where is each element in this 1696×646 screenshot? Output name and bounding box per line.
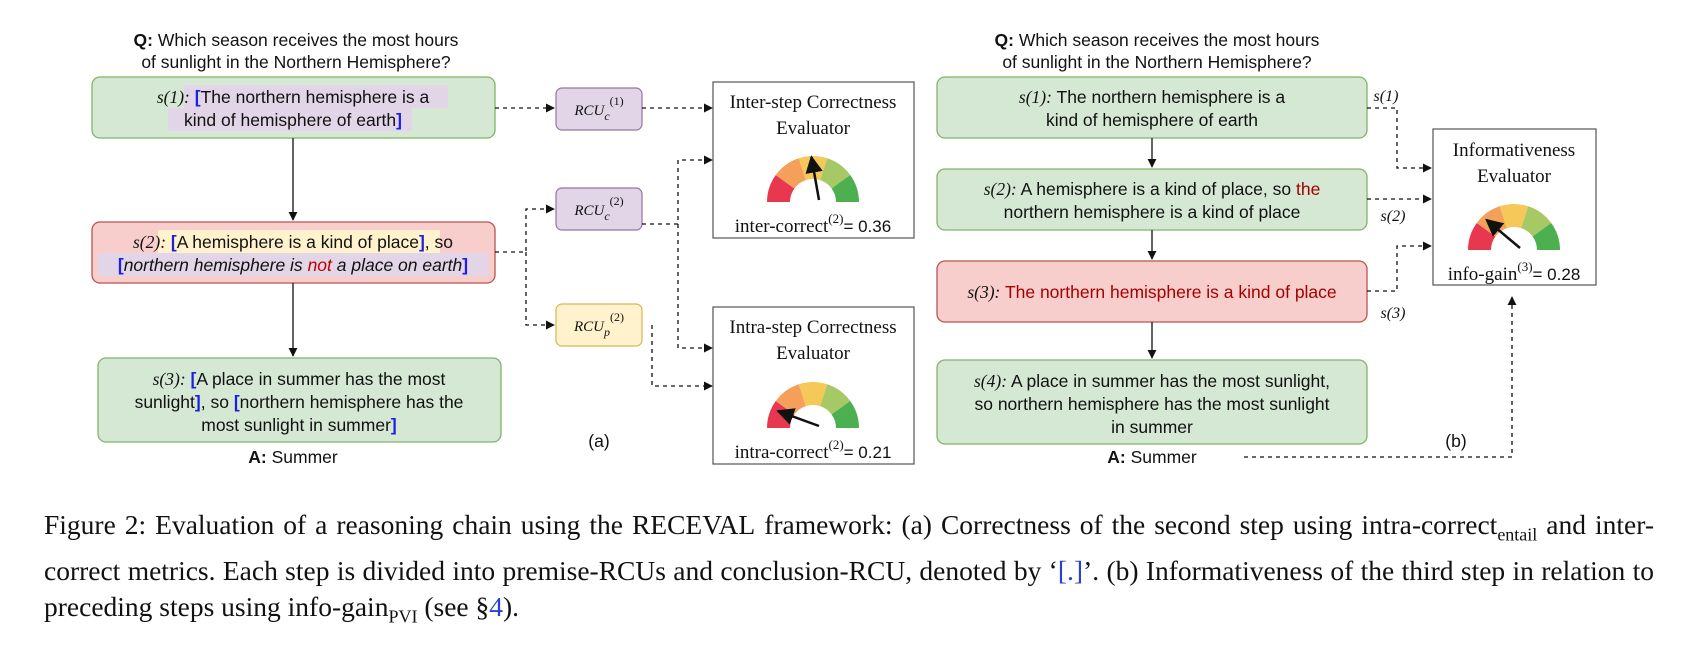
figure-caption: Figure 2: Evaluation of a reasoning chai…: [44, 507, 1654, 634]
caption-framework: RECEVAL: [631, 509, 756, 540]
svg-text:sunlight], so [northern: sunlight], so [northern hemisphere has t…: [135, 392, 464, 412]
edge-label-s2: s(2): [1381, 208, 1406, 225]
gauge-icon: [767, 155, 859, 202]
svg-text:s(1): The northern hemis: s(1): The northern hemisphere is a: [1019, 87, 1285, 107]
caption-t3: and: [1546, 509, 1586, 540]
gauge-icon: [767, 382, 859, 428]
svg-text:northern hemisphere is a kind: northern hemisphere is a kind of place: [1004, 202, 1301, 222]
gauge-needle: [776, 408, 820, 428]
gauge-segment: [775, 158, 806, 189]
edge-label-s1: s(1): [1374, 88, 1399, 105]
caption-m2: inter-correct: [44, 509, 1654, 586]
svg-text:Inter-step Correctness: Inter-step Correctness: [730, 92, 897, 113]
svg-text:kind of hemisphere of earth: kind of hemisphere of earth: [1046, 110, 1258, 130]
svg-text:of sunlight in the Northern He: of sunlight in the Northern Hemisphere?: [1002, 52, 1312, 72]
left-step-2: s(2): [A hemisphere is a kind of place],…: [91, 221, 496, 284]
rcu-p2-box: RCUp(2): [555, 303, 643, 347]
left-answer: A: Summer: [248, 447, 338, 467]
panel-label-b: (b): [1445, 431, 1466, 451]
svg-text:kind of hemisphere of earth]: kind of hemisphere of earth]: [184, 110, 402, 130]
svg-text:[northern hemisphere is: [northern hemisphere is not a place on e…: [118, 255, 468, 275]
gauge-segment: [831, 174, 859, 202]
left-step-3: s(3): [A place in summer has the most su…: [97, 357, 502, 443]
rcu-c2-box: RCUc(2): [555, 187, 643, 231]
gauge-segment: [1468, 222, 1496, 250]
gauge-segment: [798, 382, 828, 407]
svg-text:s(4): A place in summer: s(4): A place in summer has the most sun…: [974, 371, 1330, 391]
panel-label-a: (a): [588, 431, 609, 451]
svg-text:s(2): A hemisphere is a: s(2): A hemisphere is a kind of place, s…: [984, 179, 1321, 199]
caption-t7: ).: [503, 590, 520, 622]
informativeness-evaluator: Informativeness Evaluator info-gain(3)= …: [1432, 128, 1597, 286]
svg-text:Evaluator: Evaluator: [776, 118, 851, 139]
caption-t6: (see §: [424, 590, 490, 622]
svg-text:Intra-step Correctness: Intra-step Correctness: [729, 317, 896, 338]
caption-t2: framework: (a) Correctness of the second…: [764, 509, 1353, 540]
gauge-segment: [1532, 222, 1560, 250]
receval-diagram: Q: Which season receives the most hours …: [91, 30, 1597, 467]
svg-text:s(3): [A place in summer: s(3): [A place in summer has the most: [153, 369, 446, 389]
right-step-2: s(2): A hemisphere is a kind of place, s…: [936, 168, 1368, 231]
gauge-needle: [1485, 218, 1521, 249]
svg-text:Q: Which season receives: Q: Which season receives the most hours: [134, 30, 459, 50]
caption-fig: Figure 2:: [44, 509, 147, 540]
svg-text:Informativeness: Informativeness: [1453, 140, 1575, 161]
svg-text:of sunlight in the Northern He: of sunlight in the Northern Hemisphere?: [141, 52, 451, 72]
gauge-segment: [775, 384, 806, 415]
svg-text:RCUp(2): RCUp(2): [573, 310, 624, 339]
caption-bracket: [.]: [1057, 554, 1084, 586]
edge-label-s3: s(3): [1381, 305, 1406, 322]
caption-ref-link[interactable]: 4: [489, 590, 503, 622]
left-connectors: [495, 103, 713, 391]
caption-t1: Evaluation of a reasoning chain using th…: [155, 509, 623, 540]
right-answer: A: Summer: [1107, 447, 1197, 467]
svg-text:Evaluator: Evaluator: [776, 343, 851, 364]
svg-text:intra-correct(2)= 0.21: intra-correct(2)= 0.21: [735, 437, 892, 463]
right-step-3: s(3): The northern hemisphere is a kind …: [936, 260, 1368, 323]
caption-m3: info-gainPVI: [287, 590, 418, 627]
gauge-segment: [820, 158, 851, 189]
gauge-icon: [1468, 203, 1560, 250]
caption-t4: metrics. Each step is divided into premi…: [127, 554, 1058, 586]
gauge-segment: [831, 400, 859, 428]
gauge-segment: [1499, 203, 1529, 229]
caption-t5: ’. (b) Informativeness of the third step…: [44, 554, 1655, 622]
svg-text:s(1): [The northern hemi: s(1): [The northern hemisphere is a: [157, 87, 430, 107]
svg-text:most sunlight in summer]: most sunlight in summer]: [201, 415, 396, 435]
svg-text:info-gain(3)= 0.28: info-gain(3)= 0.28: [1448, 259, 1581, 285]
gauge-needle: [805, 155, 823, 201]
right-question: Q: Which season receives the most hours …: [995, 30, 1320, 72]
caption-m1: intra-correctentail: [1361, 509, 1538, 545]
svg-text:RCUc(1): RCUc(1): [573, 94, 623, 123]
intra-step-evaluator: Intra-step Correctness Evaluator intra-c…: [712, 306, 915, 465]
right-step-1: s(1): The northern hemisphere is a kind …: [936, 76, 1368, 139]
right-step-4: s(4): A place in summer has the most sun…: [936, 359, 1368, 445]
left-question: Q: Which season receives the most hours …: [134, 30, 459, 72]
svg-text:RCUc(2): RCUc(2): [573, 194, 623, 223]
svg-text:inter-correct(2)= 0.36: inter-correct(2)= 0.36: [735, 211, 891, 237]
rcu-c1-box: RCUc(1): [555, 87, 643, 131]
svg-text:Evaluator: Evaluator: [1477, 166, 1552, 187]
svg-text:in summer: in summer: [1111, 417, 1193, 437]
gauge-segment: [820, 384, 851, 415]
left-step-1: s(1): [The northern hemisphere is a kind…: [91, 76, 496, 139]
svg-text:s(2): [A hemisphere is a: s(2): [A hemisphere is a kind of place],…: [133, 232, 453, 252]
svg-text:s(3): The northern hemis: s(3): The northern hemisphere is a kind …: [967, 282, 1336, 302]
inter-step-evaluator: Inter-step Correctness Evaluator inter-c…: [712, 81, 915, 239]
svg-text:so northern hemisphere has the: so northern hemisphere has the most sunl…: [974, 394, 1329, 414]
right-connectors: [1244, 107, 1517, 458]
svg-text:Q: Which season receives: Q: Which season receives the most hours: [995, 30, 1320, 50]
gauge-segment: [767, 174, 795, 202]
gauge-segment: [1521, 206, 1552, 237]
